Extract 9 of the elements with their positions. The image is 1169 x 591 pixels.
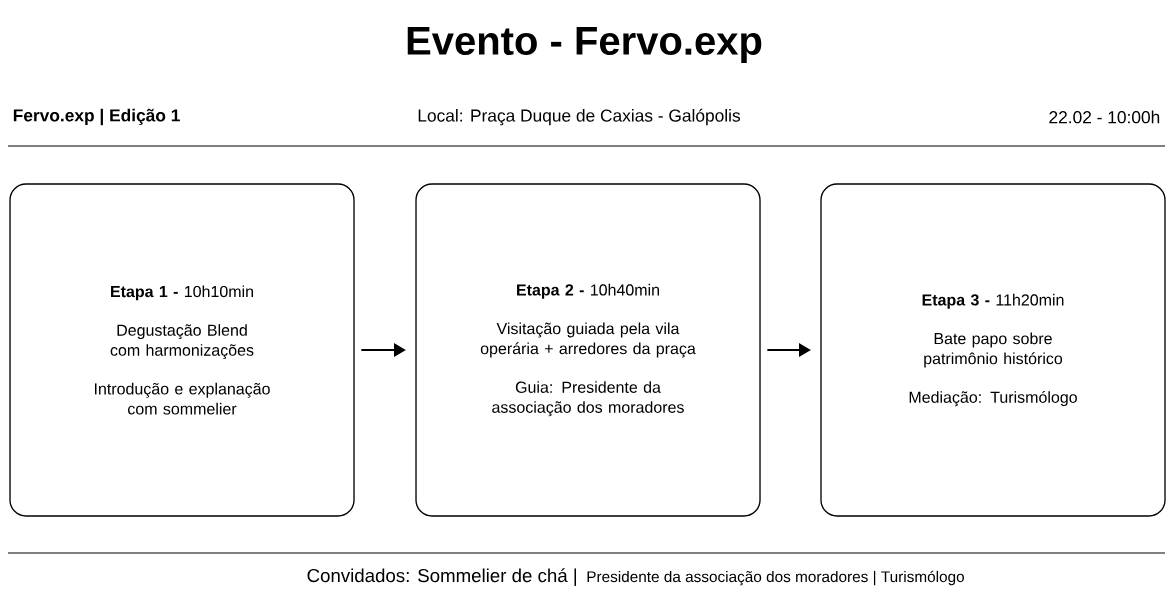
title: Evento - Fervo.exp: [407, 27, 762, 63]
header-text: Local: Praça Duque de Caxias - Galópolis: [418, 108, 740, 126]
footer-text: Convidados: Sommelier de chá |: [307, 568, 576, 586]
stage-box: Etapa 2 - 10h40min Visitação guiada pela vila operária + arredores da praça Guia: Presidente da associação dos moradores: [415, 183, 761, 517]
stage-box: Etapa 3 - 11h20min Bate papo sobre patrimônio histórico Mediação: Turismólogo: [820, 183, 1166, 517]
header-text: Fervo.exp | Edição 1: [13, 108, 180, 126]
footer-text: Presidente da associação dos moradores | Turismólogo: [587, 570, 964, 586]
stage-box: Etapa 1 - 10h10min Degustação Blend com harmonizações Introdução e explanação com sommelier: [9, 183, 355, 517]
header-text: 22.02 - 10:00h: [1049, 110, 1160, 124]
